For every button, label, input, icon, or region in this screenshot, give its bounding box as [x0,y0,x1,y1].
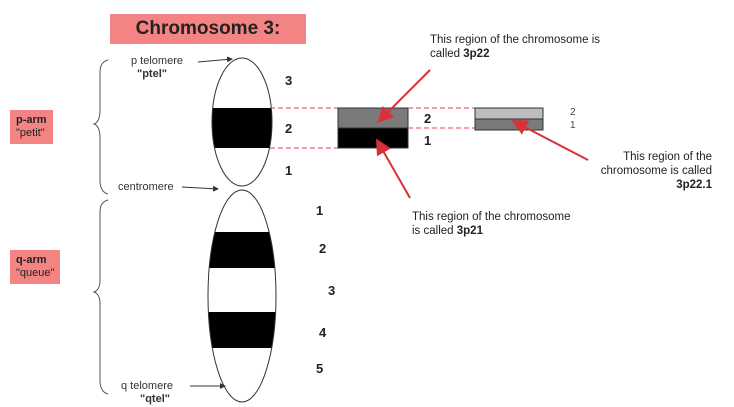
zoom2-band-1 [475,119,543,130]
zoom1-band-2 [338,108,408,128]
q-band-4-number: 4 [319,325,326,340]
q-band-3-number: 3 [328,283,335,298]
p-telomere-label: p telomere [131,55,183,67]
p-band-1-number: 1 [285,163,292,178]
zoom1-band-2-number: 2 [424,111,431,126]
q-band-4-dark [200,312,290,348]
ptel-label: "ptel" [137,68,167,80]
p-arm-brace [94,60,108,194]
zoom2-band-2-number: 2 [570,107,576,118]
centromere-arrow [182,187,218,189]
qtel-label: "qtel" [140,393,170,405]
p-arm-shape [205,58,285,186]
note-3p21: This region of the chromosome is called … [412,210,582,238]
arrow-3p21 [378,142,410,198]
zoom2-band-1-number: 1 [570,120,576,131]
q-band-1-number: 1 [316,203,323,218]
q-band-2-number: 2 [319,241,326,256]
q-arm-brace [94,200,108,394]
zoom1-band-1 [338,128,408,148]
p-band-2-number: 2 [285,121,292,136]
zoom1-band-1-number: 1 [424,133,431,148]
p-telomere-arrow [198,59,232,62]
q-band-5-number: 5 [316,361,323,376]
p-band-2-dark [205,108,285,148]
zoom2-band-2 [475,108,543,119]
note-3p22-1: This region of the chromosome is called … [592,150,712,192]
note-3p22: This region of the chromosome is called … [430,33,610,61]
q-telomere-label: q telomere [121,380,173,392]
arrow-3p22-1 [515,122,588,160]
centromere-label: centromere [118,181,174,193]
p-band-3-number: 3 [285,73,292,88]
q-arm-shape [200,190,290,402]
